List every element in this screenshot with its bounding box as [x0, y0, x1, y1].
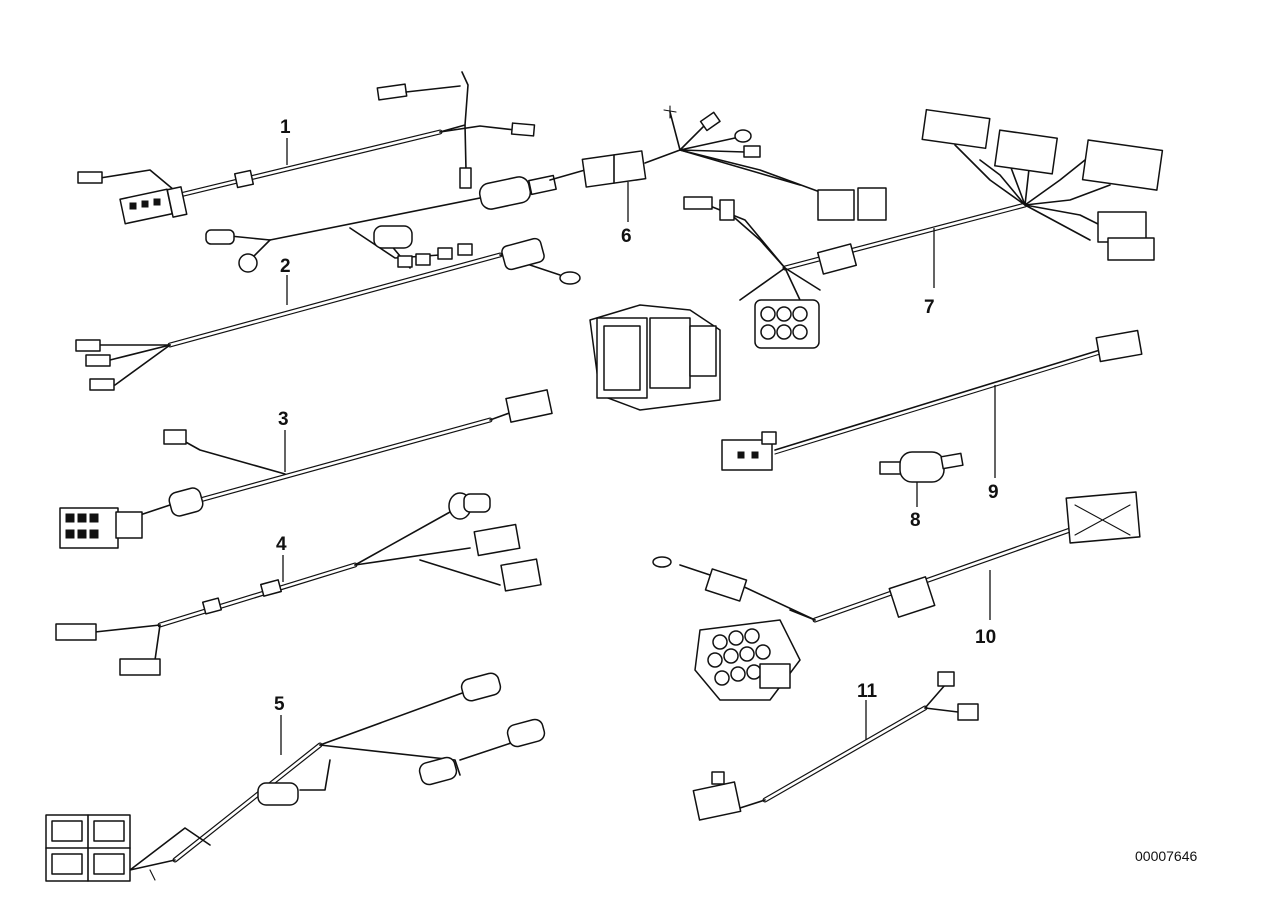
callout-2: 2 [280, 256, 291, 277]
diagram-reference-number: 00007646 [1135, 848, 1198, 864]
callout-6: 6 [621, 226, 632, 247]
callout-1: 1 [280, 117, 291, 138]
callout-7: 7 [924, 297, 935, 318]
callout-4: 4 [276, 534, 287, 555]
harness-part-9[interactable] [721, 329, 1143, 471]
callout-11: 11 [857, 681, 878, 702]
callout-3: 3 [278, 409, 289, 430]
harness-part-6[interactable] [549, 105, 887, 221]
harness-part-1[interactable] [77, 71, 536, 225]
harness-part-4[interactable] [55, 492, 542, 676]
harness-part-2[interactable] [75, 174, 581, 391]
callout-5: 5 [274, 694, 285, 715]
harness-part-7[interactable] [589, 108, 1164, 411]
harness-part-10[interactable] [652, 491, 1141, 701]
harness-part-3[interactable] [59, 389, 553, 549]
harness-part-5[interactable] [45, 671, 546, 882]
harness-part-11[interactable] [692, 671, 979, 821]
callout-10: 10 [975, 627, 996, 648]
callout-9: 9 [988, 482, 999, 503]
callout-8: 8 [910, 510, 921, 531]
fuse-holder-part-8[interactable] [879, 451, 964, 483]
